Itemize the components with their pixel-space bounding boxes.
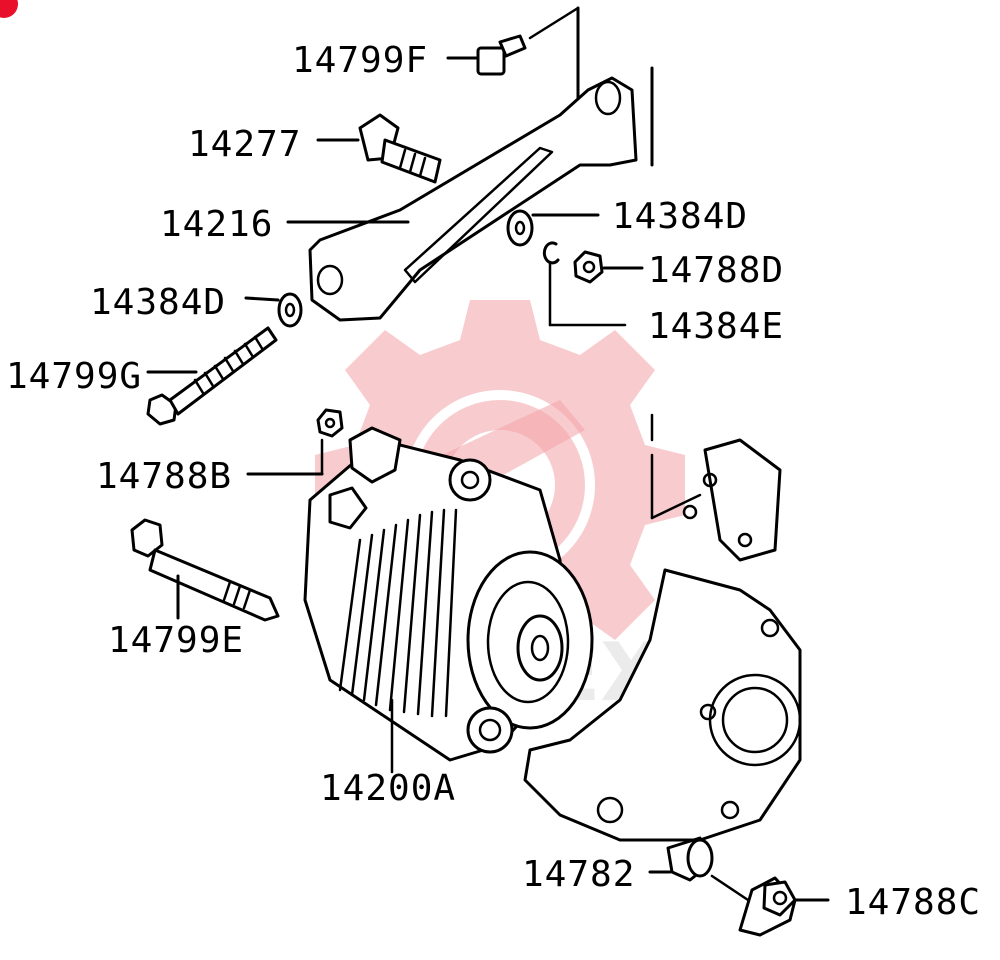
callout-14200A: 14200A [320,768,456,809]
alternator-14200A [303,426,594,774]
callout-14799F: 14799F [292,40,428,81]
corner-badge [0,0,18,18]
washer-14384D-top [506,209,534,247]
bushing-14782 [666,836,750,902]
callout-14799G: 14799G [6,356,142,397]
washer-14384D-left [277,292,303,328]
callout-14216: 14216 [160,204,273,245]
bolt-14799F [476,6,580,122]
lockwasher-14384E [542,241,627,327]
nut-14788D [573,250,604,284]
callout-14782: 14782 [522,854,635,895]
callout-14277: 14277 [188,124,301,165]
callout-14788C: 14788C [845,882,981,923]
leader-lines [146,56,830,902]
alternator-fins [338,508,458,718]
nut-14788B [316,408,344,476]
callout-14788D: 14788D [648,250,784,291]
callout-14788B: 14788B [96,456,232,497]
callout-14384E: 14384E [648,306,784,347]
bolt-14799G [146,326,278,426]
callout-14799E: 14799E [108,620,244,661]
bolt-14799E [130,518,280,622]
callout-14384D-top: 14384D [612,196,748,237]
bolt-14277 [358,113,442,184]
callout-14384D-left: 14384D [90,282,226,323]
bracket-14216 [308,66,654,322]
callout-labels: 14799F 14277 14216 14384D 14788D 14384E … [6,40,981,923]
engine-bracket [523,413,802,842]
clipnut-14788C [738,876,797,937]
